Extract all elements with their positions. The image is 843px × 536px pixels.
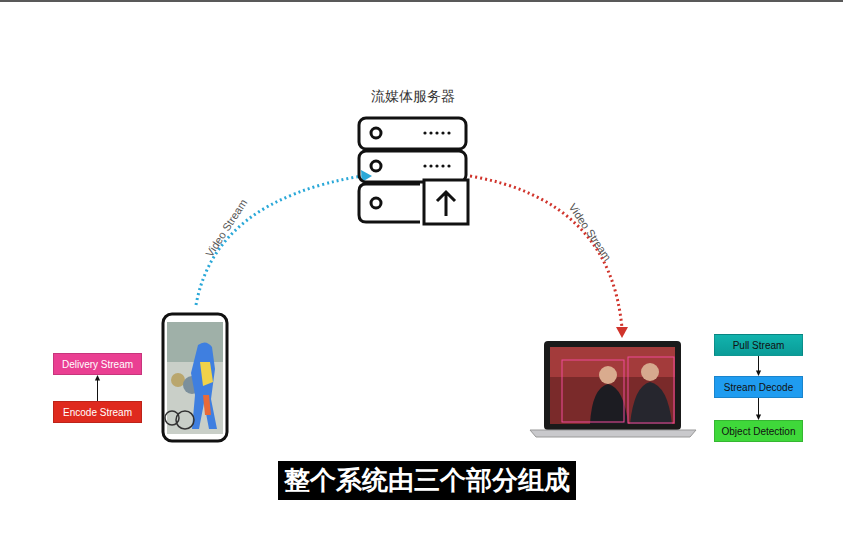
box-label: Stream Decode (724, 382, 793, 393)
process-box: Encode Stream (53, 401, 142, 423)
subtitle-caption: 整个系统由三个部分组成 (278, 461, 576, 500)
box-label: Object Detection (722, 426, 796, 437)
flow-arrow (756, 398, 761, 420)
arrow-head (95, 375, 100, 380)
stream-label: Video Stream (566, 201, 613, 263)
process-box: Pull Stream (714, 334, 803, 356)
server-node: 流媒体服务器 (350, 88, 475, 228)
process-box: Object Detection (714, 420, 803, 442)
arrow-line (758, 398, 759, 415)
flow-arrow (95, 375, 100, 401)
stream-curve (470, 176, 622, 328)
stream-label: Video Stream (203, 197, 249, 259)
arrow-head (616, 327, 628, 338)
arrow-line (97, 380, 98, 401)
box-label: Encode Stream (63, 407, 132, 418)
process-box: Stream Decode (714, 376, 803, 398)
laptop-illustration (530, 341, 696, 437)
box-label: Pull Stream (733, 340, 785, 351)
phone-illustration (163, 314, 227, 441)
box-label: Delivery Stream (62, 359, 133, 370)
server-icon (350, 88, 475, 228)
arrow-line (758, 356, 759, 371)
stream-curve (196, 176, 362, 305)
server-title: 流媒体服务器 (350, 88, 475, 106)
top-rule (0, 0, 843, 2)
flow-arrow (756, 356, 761, 376)
process-box: Delivery Stream (53, 353, 142, 375)
